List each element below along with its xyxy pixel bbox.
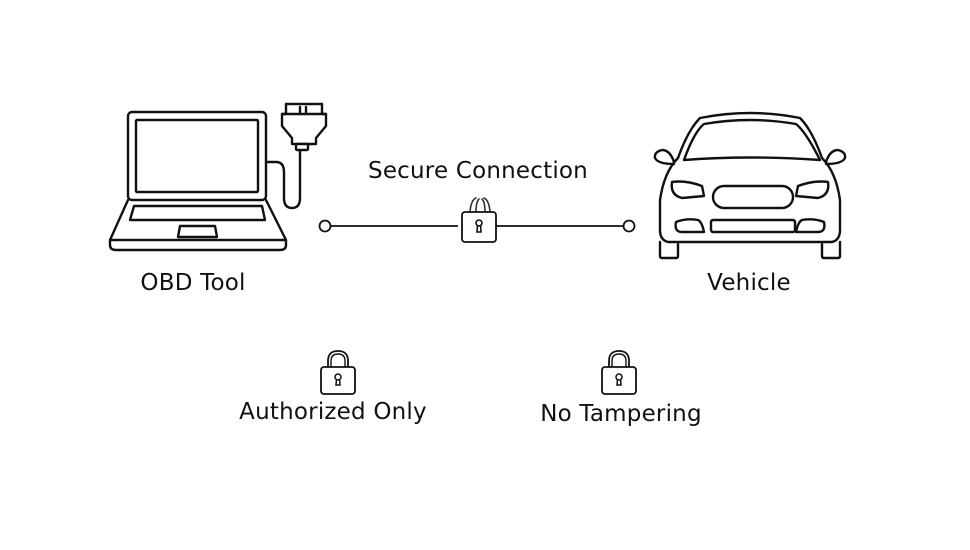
laptop-with-obd-connector-icon	[108, 102, 328, 252]
car-front-icon	[653, 111, 847, 260]
lock-icon	[320, 350, 356, 395]
endpoint-left	[318, 219, 332, 233]
feature-label-no-tampering: No Tampering	[540, 401, 702, 427]
feature-label-authorized-only: Authorized Only	[239, 399, 427, 425]
secure-connection-line	[318, 219, 636, 233]
vehicle-label: Vehicle	[707, 270, 791, 296]
endpoint-right	[622, 219, 636, 233]
connection-label: Secure Connection	[368, 158, 588, 184]
lock-icon	[461, 197, 497, 243]
lock-icon	[601, 350, 637, 395]
obd-tool-label: OBD Tool	[140, 270, 246, 296]
